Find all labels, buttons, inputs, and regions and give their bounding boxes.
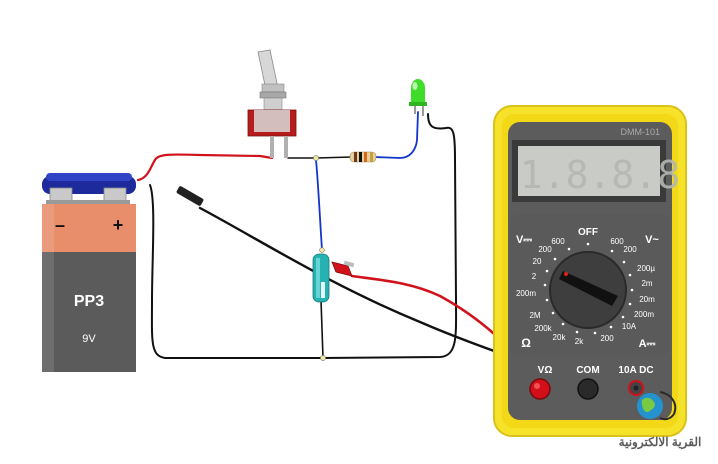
watermark-text: القرية الالكترونية [619, 435, 702, 450]
red-probe-clip[interactable] [331, 260, 355, 277]
junction-bottom [320, 355, 326, 361]
amp-range-20m[interactable]: 20m [639, 295, 655, 304]
multimeter[interactable]: DMM-101 1.8.8.8 OFF V⎓ V~ Ω A⎓ 600 200 2… [493, 105, 687, 437]
blue-wire-resistor-to-led[interactable] [373, 111, 419, 159]
dcv-range-200m[interactable]: 200m [516, 289, 536, 298]
junction-top [313, 155, 319, 161]
multimeter-model-label: DMM-101 [620, 127, 660, 137]
blue-wire-junction-to-capacitor[interactable] [315, 159, 323, 251]
ohm-range-2k[interactable]: 2k [575, 337, 584, 346]
wire-junction-to-resistor[interactable] [315, 156, 353, 159]
port-10a-label: 10A DC [618, 365, 653, 376]
battery-voltage-label: 9V [82, 333, 96, 345]
dcv-range-600[interactable]: 600 [551, 237, 565, 246]
dial-tick-dots [543, 242, 634, 335]
amp-range-10a[interactable]: 10A [622, 322, 637, 331]
toggle-switch[interactable] [247, 49, 297, 158]
dcv-range-20[interactable]: 20 [533, 257, 542, 266]
dcv-range-200[interactable]: 200 [538, 245, 552, 254]
black-wire-battery-minus-loop[interactable] [149, 184, 323, 359]
watermark: القرية الالكترونية [619, 391, 702, 450]
capacitor[interactable] [312, 253, 330, 303]
ohm-range-200[interactable]: 200 [600, 334, 614, 343]
battery-plus-label: + [113, 215, 124, 235]
ohm-range-2m[interactable]: 2M [529, 311, 540, 320]
resistor[interactable] [349, 151, 377, 163]
acv-range-200[interactable]: 200 [623, 245, 637, 254]
dial-pointer [559, 271, 618, 306]
ohm-symbol: Ω [521, 336, 531, 350]
amp-range-200u[interactable]: 200µ [637, 264, 655, 273]
ohm-range-20k[interactable]: 20k [553, 333, 567, 342]
acv-symbol: V~ [645, 234, 659, 246]
port-vohm-label: VΩ [538, 365, 553, 376]
acv-range-600[interactable]: 600 [610, 237, 624, 246]
black-wire-led-return[interactable] [321, 113, 458, 359]
battery-minus-label: – [55, 215, 65, 235]
dcv-range-2[interactable]: 2 [532, 272, 537, 281]
black-probe-clip[interactable] [176, 186, 204, 207]
amp-range-2m[interactable]: 2m [641, 279, 652, 288]
port-com-label: COM [576, 365, 599, 376]
red-wire-battery-to-switch[interactable] [136, 153, 274, 182]
junction-capacitor-top [319, 247, 325, 253]
wire-capacitor-to-bottom[interactable] [320, 299, 324, 359]
port-com-jack[interactable] [577, 378, 599, 400]
battery-model-label: PP3 [74, 293, 104, 310]
port-vohm-jack[interactable] [529, 378, 551, 400]
dial-indicator-dot [564, 272, 568, 276]
lcd-readout: 1.8.8.8 [520, 153, 680, 197]
lcd-screen [518, 146, 660, 196]
dcv-symbol: V⎓ [516, 234, 532, 246]
dial-off-label: OFF [578, 227, 598, 238]
ohm-range-200k[interactable]: 200k [534, 324, 552, 333]
amp-range-200m[interactable]: 200m [634, 310, 654, 319]
green-led[interactable] [409, 79, 427, 116]
battery-pp3[interactable]: – + PP3 9V [42, 173, 136, 372]
amp-symbol: A⎓ [639, 338, 656, 350]
